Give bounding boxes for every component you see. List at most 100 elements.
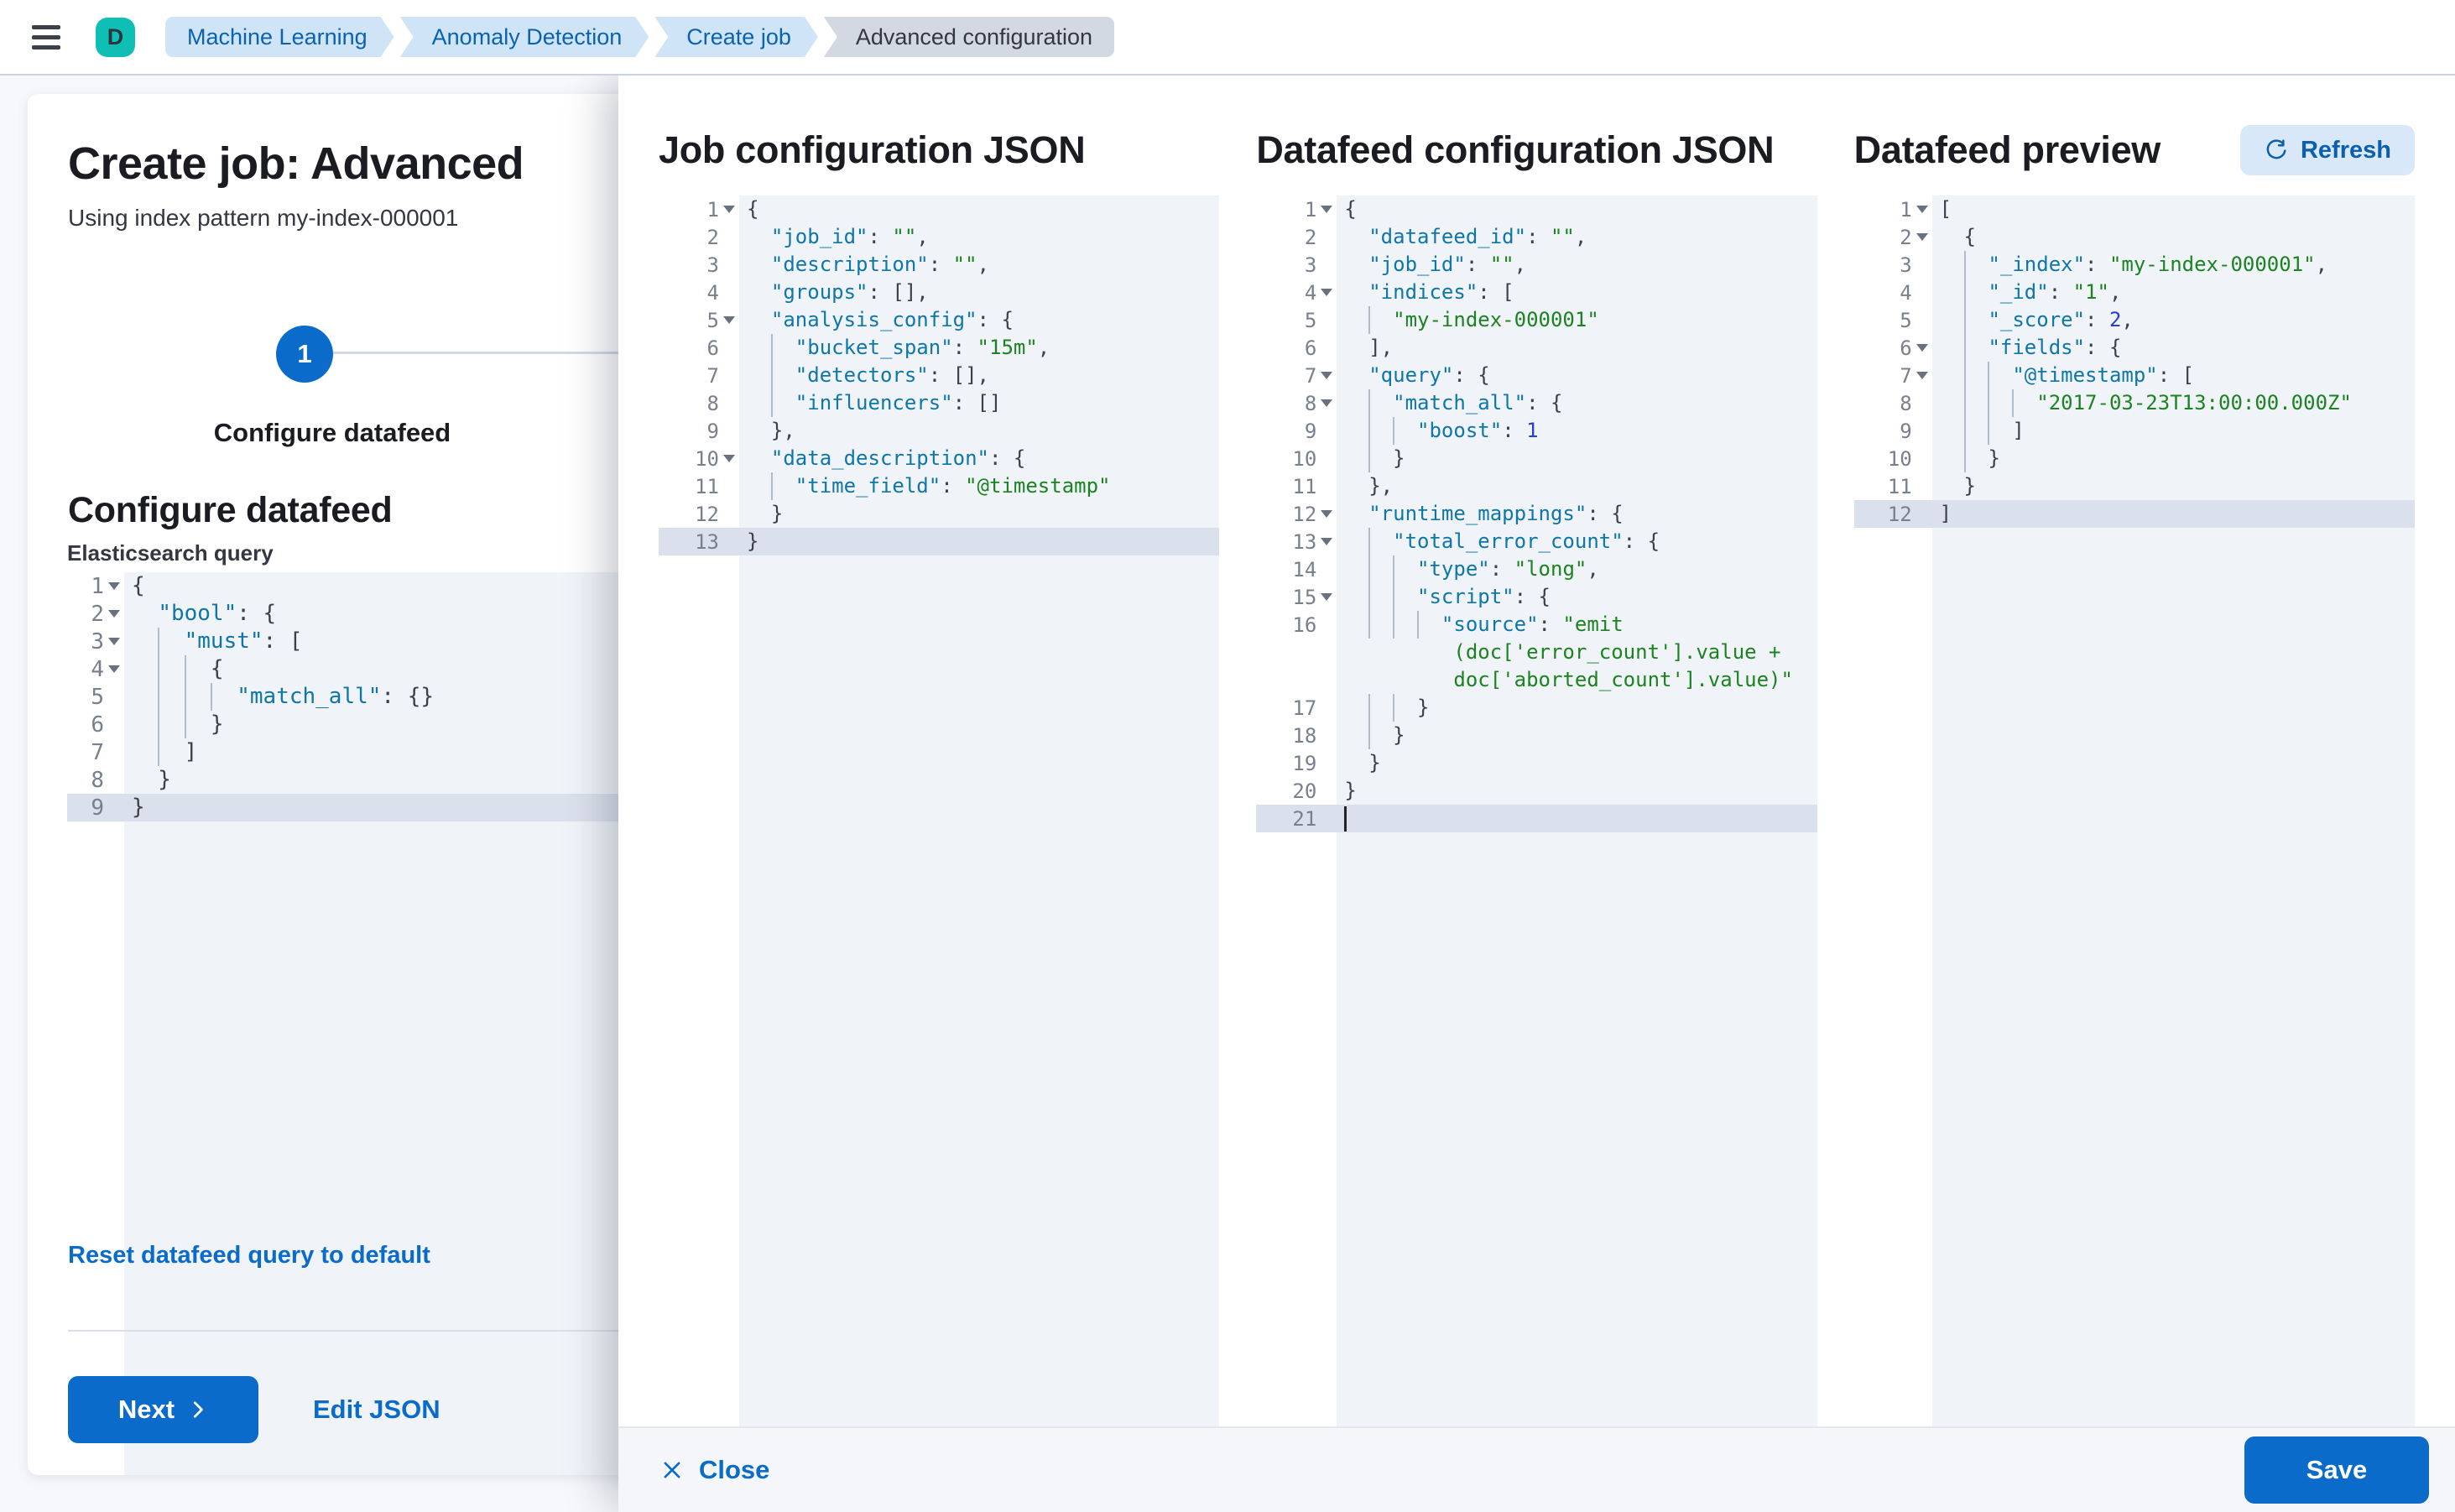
datafeed-preview-column: Datafeed preview Refresh 1[ 2 {3 "_index"… [1853, 123, 2415, 1426]
arrow-right-icon [193, 1401, 203, 1418]
close-icon [664, 1462, 680, 1478]
breadcrumb-item[interactable]: Create job [654, 17, 818, 57]
code-line: 12 "runtime_mappings": { [1292, 502, 1624, 526]
datafeed-config-json-editor[interactable]: 1{ 2 "datafeed_id": "", 3 "job_id": "", 4 "… [1256, 196, 1817, 1426]
fold-caret-icon [1321, 538, 1333, 545]
code-line: 2 "datafeed_id": "", [1304, 225, 1587, 249]
next-button-label: Next [117, 1395, 175, 1424]
fold-caret-icon [108, 665, 120, 673]
elasticsearch-query-label: Elasticsearch query [67, 540, 274, 566]
code-line: 6 "fields": { [1854, 334, 2415, 362]
editor-gutter-background [1853, 196, 1932, 1426]
step-1-label: Configure datafeed [213, 418, 451, 447]
create-job-wizard-panel: Create job: Advanced Using index pattern… [28, 94, 638, 1475]
refresh-button-label: Refresh [2300, 136, 2391, 164]
text-cursor [1344, 806, 1347, 832]
code-line: 20} [1292, 779, 1357, 803]
code-line: 5 "my-index-000001" [1256, 306, 1816, 334]
code-line: 17 } [1256, 694, 1816, 722]
datafeed-config-header: Datafeed configuration JSON [1256, 123, 1816, 177]
code-line: 8 "match_all": { [1256, 389, 1816, 417]
flyout-content: Job configuration JSON 1{ 2 "job_id": "",… [618, 76, 2455, 1426]
job-json-flyout: Job configuration JSON 1{ 2 "job_id": "",… [618, 76, 2455, 1512]
job-config-title: Job configuration JSON [659, 128, 1086, 171]
step-connector-line [331, 352, 638, 354]
datafeed-config-column: Datafeed configuration JSON 1{ 2 "datafee… [1256, 123, 1817, 1426]
code-line: 9 ] [1854, 417, 2415, 445]
code-line: 4 { [91, 655, 224, 683]
code-line: 13 "total_error_count": { [1256, 528, 1816, 555]
datafeed-config-title: Datafeed configuration JSON [1256, 128, 1775, 171]
editor-code-background [124, 572, 638, 1475]
code-line: 10 } [1854, 445, 2415, 472]
fold-caret-icon [1321, 510, 1333, 518]
fold-caret-icon [1916, 233, 1928, 241]
code-line: 15 "script": { [1256, 583, 1816, 611]
space-avatar[interactable]: D [96, 17, 135, 57]
code-line: doc['aborted_count'].value)" [1453, 668, 1793, 691]
editor-gutter-background [67, 572, 124, 1475]
breadcrumb-item[interactable]: Anomaly Detection [400, 17, 649, 57]
close-button[interactable]: Close [660, 1455, 769, 1485]
refresh-icon [2266, 139, 2286, 159]
next-button[interactable]: Next [68, 1376, 258, 1443]
datafeed-preview-header: Datafeed preview Refresh [1854, 123, 2415, 177]
code-line: 14 "type": "long", [1256, 555, 1816, 583]
code-line: 21 [1256, 805, 1817, 832]
code-line: 6 } [91, 711, 224, 738]
code-line: 5 "_score": 2, [1854, 306, 2415, 334]
code-line: 2 { [1900, 225, 1977, 249]
code-line: 7 "@timestamp": [ [1854, 362, 2415, 389]
step-1-indicator[interactable]: 1 [276, 326, 333, 383]
datafeed-preview-title: Datafeed preview [1853, 128, 2161, 171]
code-line: 16 "source": "emit [1256, 611, 1816, 639]
code-line: 3 "_index": "my-index-000001", [1854, 251, 2415, 279]
fold-caret-icon [723, 455, 735, 462]
configure-datafeed-heading: Configure datafeed [68, 490, 393, 530]
editor-code-background [739, 196, 1220, 1426]
menu-hamburger-icon[interactable] [32, 18, 69, 55]
fold-caret-icon [1916, 372, 1928, 379]
code-line: 3 "description": "", [706, 253, 990, 277]
fold-caret-icon [1916, 206, 1928, 213]
code-line: 3 "job_id": "", [1304, 253, 1527, 277]
code-line: 13} [659, 528, 1220, 555]
code-line: 3 "must": [ [91, 628, 303, 655]
reset-datafeed-query-link[interactable]: Reset datafeed query to default [68, 1242, 430, 1269]
refresh-button[interactable]: Refresh [2239, 125, 2415, 175]
fold-caret-icon [108, 582, 120, 590]
job-config-column: Job configuration JSON 1{2 "job_id": "",… [659, 123, 1220, 1426]
fold-caret-icon [1321, 289, 1333, 296]
job-config-header: Job configuration JSON [659, 123, 1219, 177]
code-line: 12 } [695, 502, 784, 526]
code-line: 6 ], [1304, 336, 1394, 360]
code-line: 1[ [1900, 197, 1952, 222]
code-line: 10 "data_description": { [695, 446, 1026, 471]
code-line: 7 "detectors": [], [659, 362, 1219, 389]
save-button[interactable]: Save [2244, 1436, 2429, 1504]
fold-caret-icon [723, 316, 735, 324]
job-config-json-editor[interactable]: 1{2 "job_id": "",3 "description": "",4 "… [659, 196, 1220, 1426]
code-line: 4 "indices": [ [1304, 280, 1514, 305]
breadcrumb-item[interactable]: Machine Learning [165, 17, 394, 57]
code-line: 11 } [1887, 474, 1977, 498]
code-line: 7 "query": { [1304, 363, 1490, 388]
code-line: 12] [1853, 500, 2415, 528]
code-line: 18 } [1256, 722, 1816, 749]
code-line: 1{ [91, 573, 145, 599]
code-line: 8 "2017-03-23T13:00:00.000Z" [1854, 389, 2415, 417]
close-button-label: Close [699, 1455, 770, 1484]
page-title: Create job: Advanced [68, 138, 524, 189]
edit-json-link[interactable]: Edit JSON [313, 1395, 440, 1424]
code-line: 1{ [1304, 197, 1357, 222]
code-line: 2 "job_id": "", [706, 225, 929, 249]
code-line: 9 "boost": 1 [1256, 417, 1816, 445]
elasticsearch-query-editor[interactable]: 1{2 "bool": {3 "must": [4 {5 "match_all"… [67, 572, 638, 1475]
flyout-footer: Close Save [618, 1426, 2455, 1512]
breadcrumb-item: Advanced configuration [823, 17, 1115, 57]
code-line: 4 "groups": [], [706, 280, 929, 305]
fold-caret-icon [1321, 372, 1333, 379]
datafeed-preview-editor[interactable]: 1[2 {3 "_index": "my-index-000001",4 "_i… [1853, 196, 2415, 1426]
